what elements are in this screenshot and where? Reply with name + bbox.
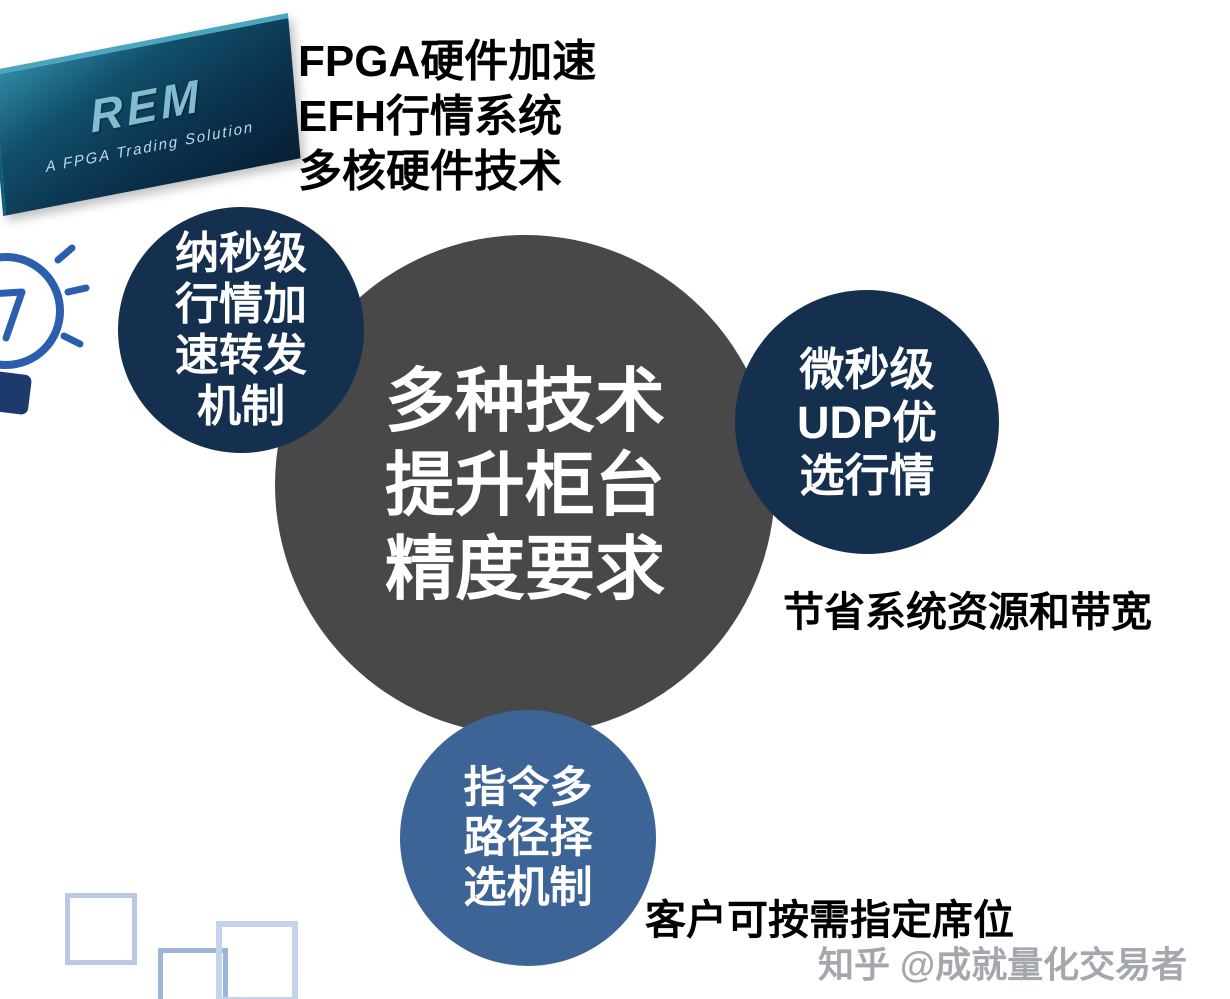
multipath-line: 指令多 [463,764,593,812]
decorative-square [216,921,298,999]
center-theme-circle: 多种技术 提升柜台 精度要求 [275,235,775,735]
multipath-line: 路径择 [463,814,593,862]
nanosecond-line: 机制 [197,382,285,431]
center-theme-line: 精度要求 [385,530,665,608]
feature-list: FPGA硬件加速 EFH行情系统 多核硬件技术 [298,34,596,199]
multipath-annotation: 客户可按需指定席位 [645,897,1014,943]
lightbulb-icon [0,244,90,415]
nanosecond-line: 速转发 [175,331,307,380]
decorative-square [158,948,228,999]
nanosecond-line: 纳秒级 [175,229,307,278]
watermark: 知乎 @成就量化交易者 [818,944,1188,985]
center-theme-line: 提升柜台 [385,446,665,524]
nanosecond-line: 行情加 [175,280,307,329]
feature-item: 多核硬件技术 [298,147,562,196]
udp-annotation: 节省系统资源和带宽 [783,589,1152,635]
udp-line: 选行情 [799,449,935,501]
feature-item: FPGA硬件加速 [298,37,597,86]
center-theme-line: 多种技术 [385,362,665,440]
feature-item: EFH行情系统 [298,92,562,141]
multipath-circle: 指令多 路径择 选机制 [400,710,656,966]
udp-line: UDP优 [796,396,937,448]
udp-circle: 微秒级 UDP优 选行情 [735,290,999,554]
decorative-square [65,893,137,965]
udp-line: 微秒级 [799,343,935,395]
nanosecond-circle: 纳秒级 行情加 速转发 机制 [118,207,364,453]
fpga-chip-image: REM A FPGA Trading Solution [0,12,301,217]
multipath-line: 选机制 [463,864,593,912]
